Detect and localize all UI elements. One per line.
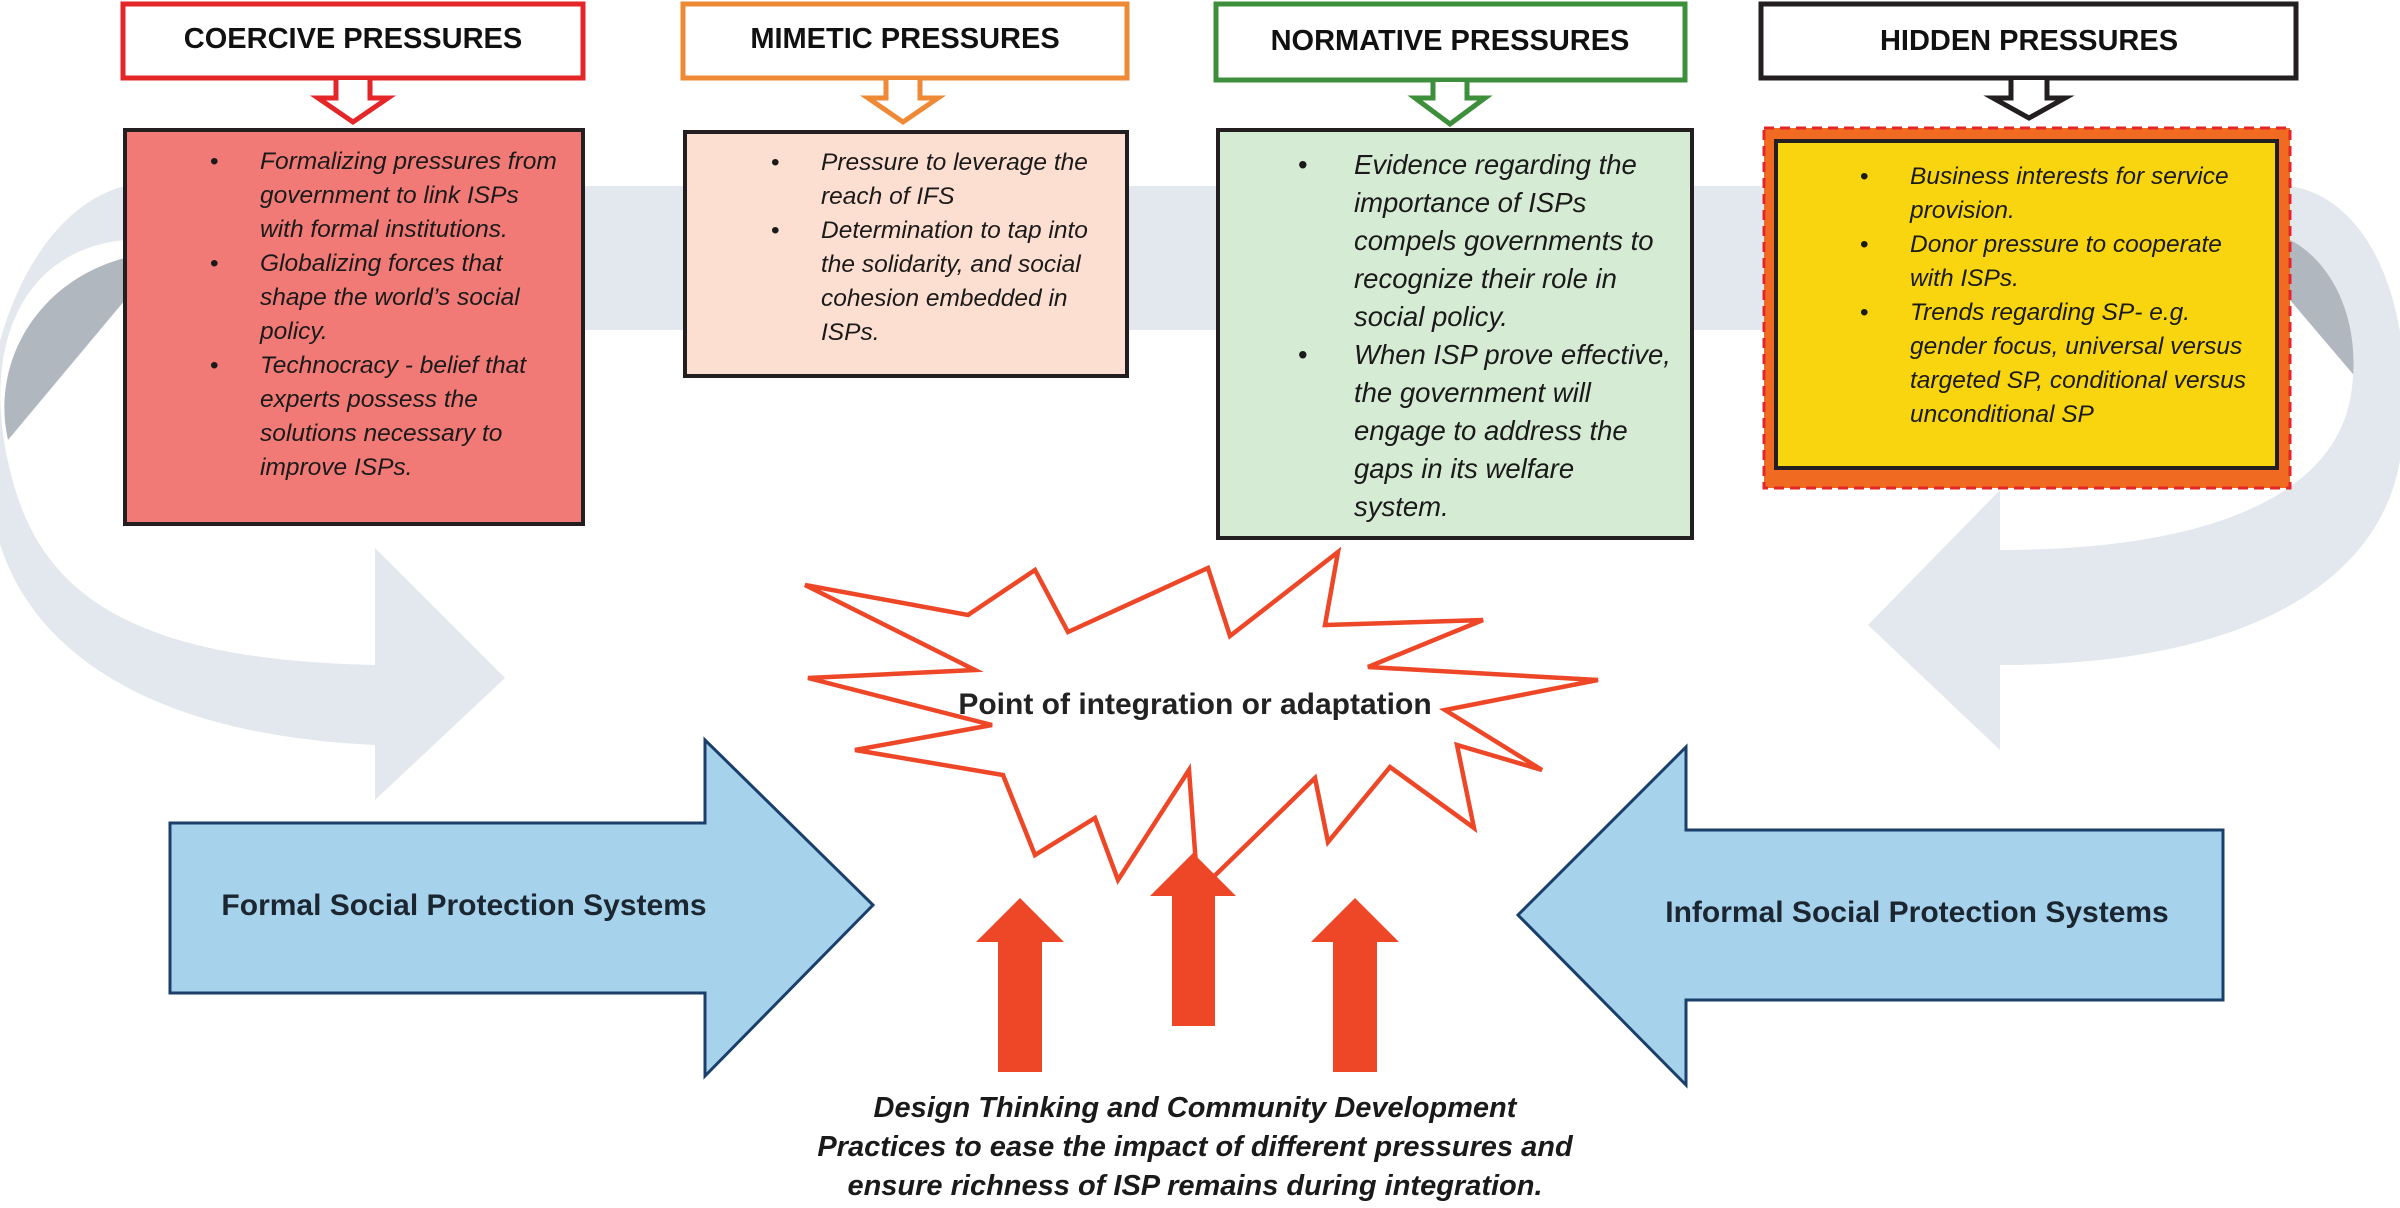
- hidden-list: Business interests for service provision…: [1860, 160, 2261, 432]
- hidden-header: HIDDEN PRESSURES: [1758, 1, 2299, 121]
- informal-systems-label: Informal Social Protection Systems: [1665, 896, 2168, 929]
- mimetic-item: Determination to tap into the solidarity…: [771, 214, 1111, 350]
- normative-title-box: [1213, 1, 1688, 83]
- red-up-arrow-middle: [1150, 853, 1236, 1026]
- red-up-arrow-left: [976, 898, 1064, 1072]
- coercive-down-arrow: [309, 80, 397, 126]
- coercive-item: Formalizing pressures from government to…: [210, 145, 567, 247]
- footer-caption: Design Thinking and Community Developmen…: [817, 1092, 1574, 1202]
- hidden-down-arrow: [1983, 80, 2075, 121]
- hidden-box: Business interests for service provision…: [1776, 141, 2277, 468]
- coercive-title: COERCIVE PRESSURES: [184, 23, 522, 55]
- formal-systems-arrow[interactable]: [168, 736, 876, 1080]
- hidden-title-box: [1758, 1, 2299, 81]
- mimetic-box: Pressure to leverage the reach of IFS De…: [685, 132, 1127, 376]
- cycle-arrow-right: [1868, 186, 2400, 750]
- footer-line-3: ensure richness of ISP remains during in…: [847, 1170, 1542, 1202]
- normative-item: Evidence regarding the importance of ISP…: [1298, 146, 1676, 336]
- mimetic-down-arrow: [859, 80, 947, 126]
- normative-item: When ISP prove effective, the government…: [1298, 336, 1676, 526]
- cycle-arrow-left: [0, 186, 505, 800]
- integration-burst: [803, 546, 1599, 897]
- coercive-title-box: [120, 1, 586, 81]
- hidden-item: Business interests for service provision…: [1860, 160, 2261, 228]
- cycle-band-top: [125, 186, 2290, 330]
- cycle-arrow-left-dark: [4, 258, 125, 440]
- coercive-item: Technocracy - belief that experts posses…: [210, 349, 567, 485]
- mimetic-header: MIMETIC PRESSURES: [680, 1, 1130, 126]
- hidden-item: Trends regarding SP- e.g. gender focus, …: [1860, 296, 2261, 432]
- mimetic-title-box: [680, 1, 1130, 81]
- coercive-item: Globalizing forces that shape the world’…: [210, 247, 567, 349]
- normative-title: NORMATIVE PRESSURES: [1271, 25, 1630, 57]
- mimetic-list: Pressure to leverage the reach of IFS De…: [771, 146, 1111, 350]
- normative-header: NORMATIVE PRESSURES: [1213, 1, 1688, 128]
- cycle-arrows: [0, 186, 2400, 800]
- coercive-header: COERCIVE PRESSURES: [120, 1, 586, 126]
- footer-line-1: Design Thinking and Community Developmen…: [874, 1092, 1518, 1124]
- normative-down-arrow: [1407, 82, 1493, 128]
- footer-line-2: Practices to ease the impact of differen…: [817, 1131, 1574, 1163]
- normative-box: Evidence regarding the importance of ISP…: [1218, 130, 1692, 538]
- red-up-arrow-right: [1311, 898, 1399, 1072]
- hidden-title: HIDDEN PRESSURES: [1880, 25, 2178, 57]
- coercive-box: Formalizing pressures from government to…: [125, 130, 583, 524]
- mimetic-title: MIMETIC PRESSURES: [750, 23, 1059, 55]
- mimetic-item: Pressure to leverage the reach of IFS: [771, 146, 1111, 214]
- normative-list: Evidence regarding the importance of ISP…: [1298, 146, 1676, 526]
- integration-label: Point of integration or adaptation: [958, 688, 1431, 721]
- informal-systems-arrow[interactable]: [1515, 743, 2225, 1089]
- hidden-item: Donor pressure to cooperate with ISPs.: [1860, 228, 2261, 296]
- formal-systems-label: Formal Social Protection Systems: [221, 889, 706, 922]
- coercive-list: Formalizing pressures from government to…: [210, 145, 567, 485]
